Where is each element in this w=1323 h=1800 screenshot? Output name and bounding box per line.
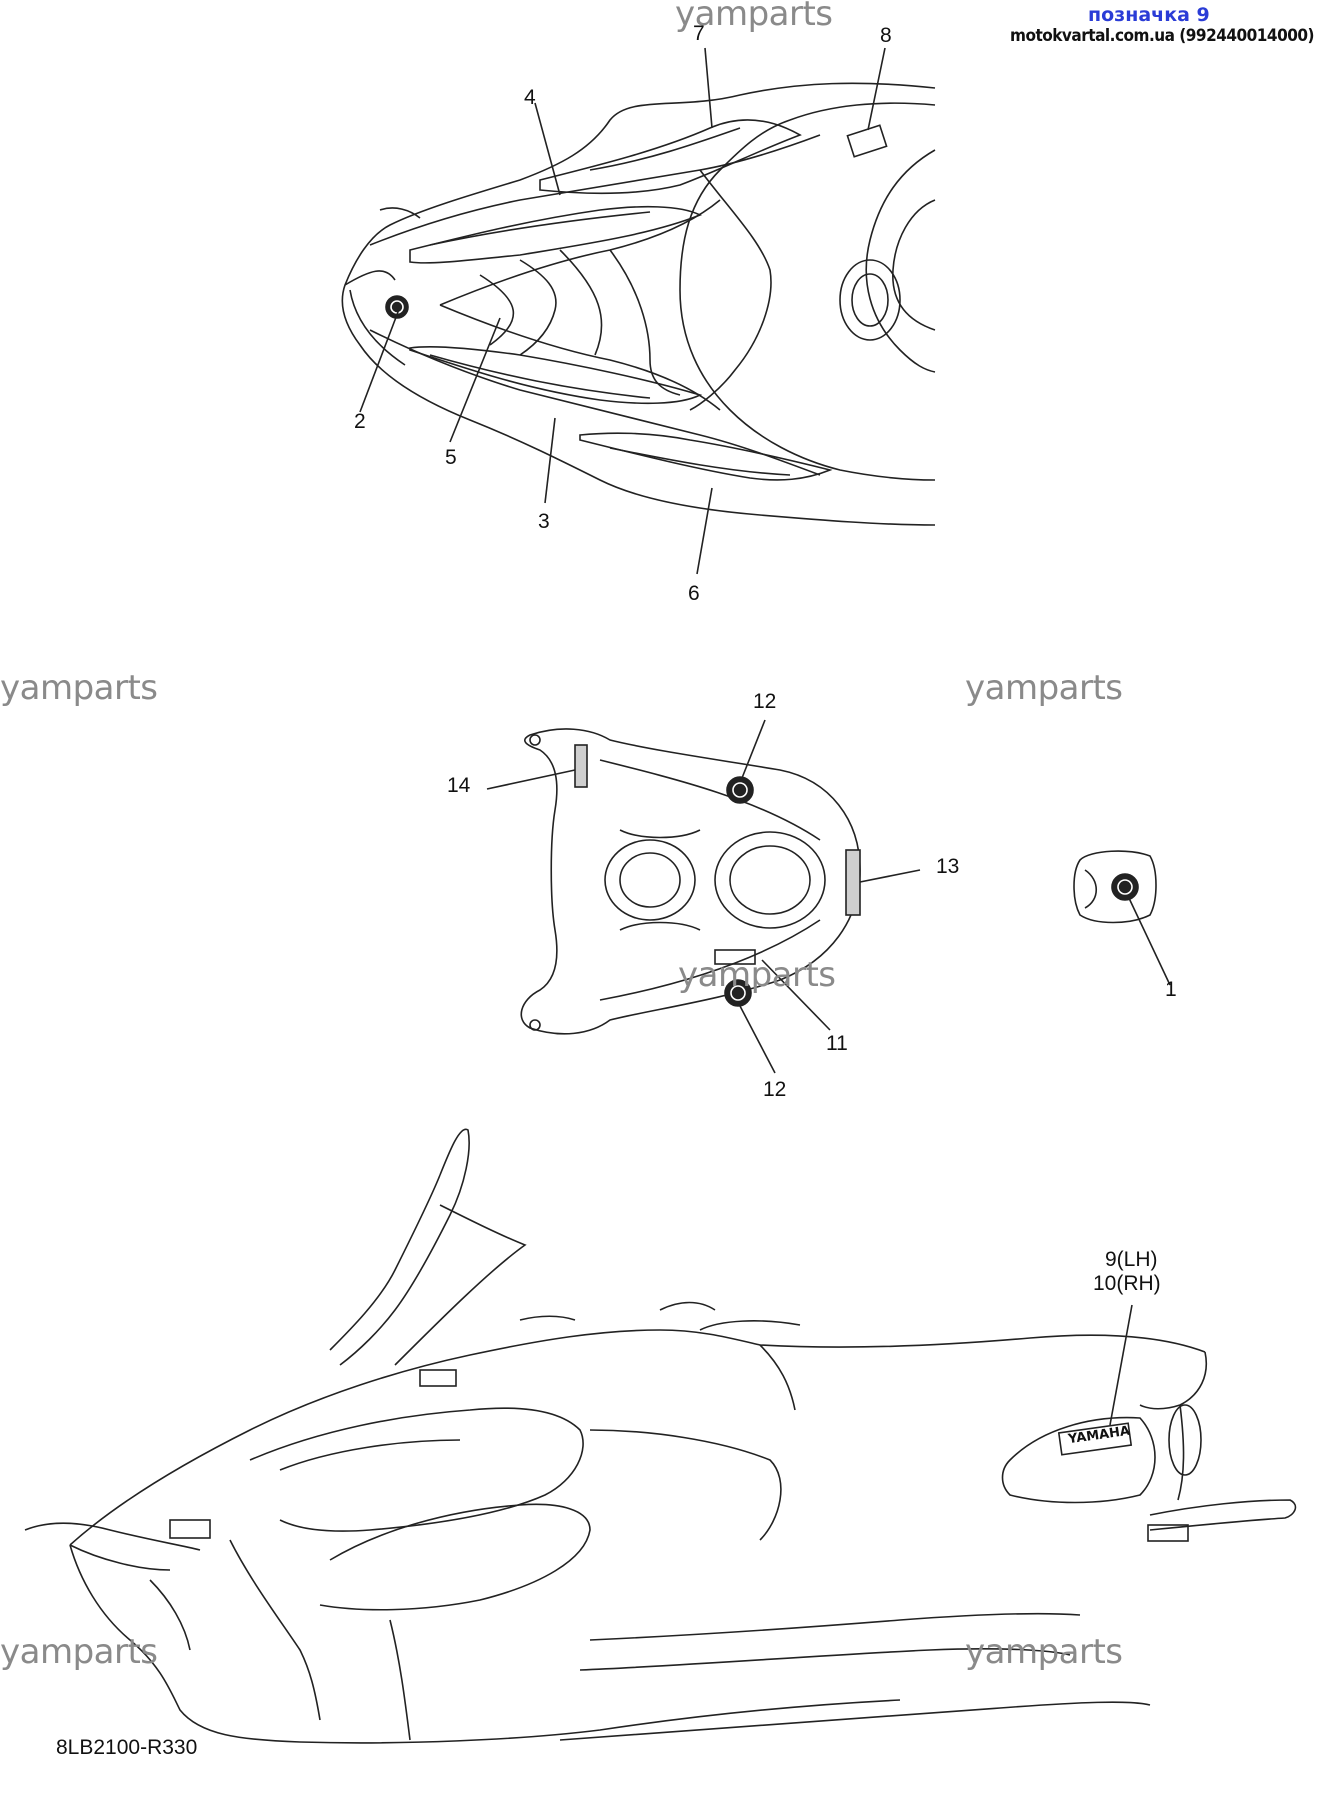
callout-14: 14 bbox=[447, 774, 471, 797]
diagram-code: 8LB2100-R330 bbox=[56, 1736, 198, 1759]
callout-8: 8 bbox=[880, 24, 892, 47]
watermark: yamparts bbox=[965, 668, 1123, 708]
callout-11: 11 bbox=[826, 1032, 848, 1055]
rear-cowl-top-view bbox=[520, 728, 861, 1035]
callout-9: 9(LH) bbox=[1105, 1248, 1158, 1271]
hood-top-view bbox=[341, 82, 936, 526]
watermark: yamparts bbox=[675, 0, 833, 34]
watermark: yamparts bbox=[965, 1632, 1123, 1672]
watermark: yamparts bbox=[678, 955, 836, 995]
callout-7: 7 bbox=[693, 22, 705, 45]
callout-10: 10(RH) bbox=[1093, 1272, 1161, 1295]
callout-3: 3 bbox=[538, 510, 550, 533]
snowmobile-side-view bbox=[24, 1128, 1297, 1744]
tail-light-part bbox=[1073, 850, 1157, 924]
callout-6: 6 bbox=[688, 582, 700, 605]
callout-12-top: 12 bbox=[753, 690, 777, 713]
source-label: motokvartal.com.ua (992440014000) bbox=[1010, 26, 1314, 46]
watermark: yamparts bbox=[0, 1632, 158, 1672]
callout-12-bottom: 12 bbox=[763, 1078, 787, 1101]
callout-4: 4 bbox=[524, 86, 536, 109]
callout-13: 13 bbox=[936, 855, 960, 878]
diagram-label: позначка 9 bbox=[1088, 4, 1210, 26]
callout-5: 5 bbox=[445, 446, 457, 469]
watermark: yamparts bbox=[0, 668, 158, 708]
callout-1: 1 bbox=[1165, 978, 1177, 1001]
callout-2: 2 bbox=[354, 410, 366, 433]
leader-lines bbox=[359, 47, 1171, 1426]
